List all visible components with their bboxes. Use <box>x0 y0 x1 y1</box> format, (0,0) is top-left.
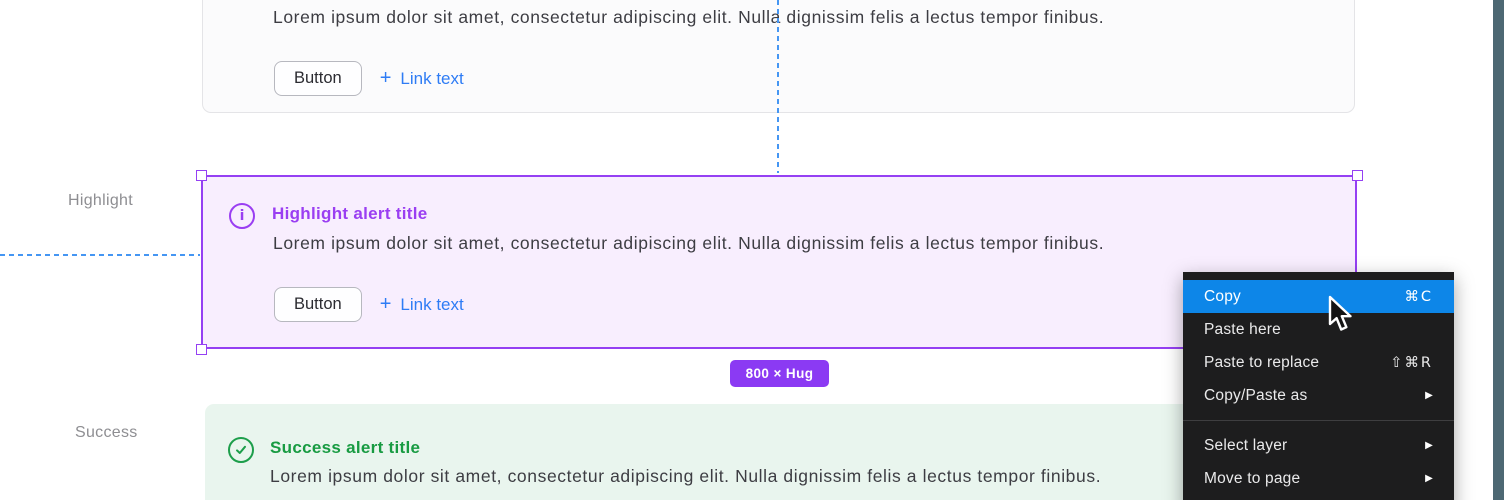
selection-handle-top-right[interactable] <box>1352 170 1363 181</box>
alert-actions: Button + Link text <box>274 287 464 322</box>
menu-item-move-to-page[interactable]: Move to page ▶ <box>1204 469 1433 487</box>
menu-item-select-layer[interactable]: Select layer ▶ <box>1204 436 1433 454</box>
alert-link-label: Link text <box>400 68 464 88</box>
alert-actions: Button + Link text <box>274 61 464 96</box>
check-circle-icon <box>228 437 254 463</box>
plus-icon: + <box>379 293 392 315</box>
menu-item-paste-here[interactable]: Paste here <box>1204 320 1281 338</box>
shortcut-paste-to-replace: ⇧⌘R <box>1390 354 1433 371</box>
success-alert-card[interactable]: Success alert title Lorem ipsum dolor si… <box>205 404 1357 500</box>
alert-body-text: Lorem ipsum dolor sit amet, consectetur … <box>273 7 1105 27</box>
submenu-arrow-icon: ▶ <box>1425 473 1433 484</box>
info-circle-icon: i <box>229 203 255 229</box>
menu-separator <box>1183 420 1454 421</box>
selection-handle-bottom-left[interactable] <box>196 344 207 355</box>
alert-body-text: Lorem ipsum dolor sit amet, consectetur … <box>270 466 1102 486</box>
alert-button[interactable]: Button <box>274 287 362 322</box>
vertical-alignment-guide <box>777 0 779 173</box>
menu-item-copy[interactable]: Copy ⌘C <box>1183 280 1454 313</box>
alert-link-label: Link text <box>400 294 464 314</box>
section-label-success: Success <box>75 424 138 441</box>
success-alert-title: Success alert title <box>270 438 421 457</box>
shortcut-copy: ⌘C <box>1404 288 1433 305</box>
alert-button[interactable]: Button <box>274 61 362 96</box>
alert-link[interactable]: + Link text <box>380 293 464 316</box>
menu-item-copy-paste-as[interactable]: Copy/Paste as ▶ <box>1204 386 1433 404</box>
plus-icon: + <box>379 67 392 89</box>
highlight-alert-title: Highlight alert title <box>272 204 428 223</box>
alert-link[interactable]: + Link text <box>380 67 464 90</box>
mouse-cursor-icon <box>1327 295 1353 338</box>
horizontal-alignment-guide <box>0 254 200 256</box>
canvas-edge-panel <box>1493 0 1504 500</box>
context-menu: Copy ⌘C Paste here Paste to replace ⇧⌘R … <box>1183 272 1454 500</box>
selection-size-badge: 800 × Hug <box>730 360 829 387</box>
section-label-highlight: Highlight <box>68 192 133 209</box>
alert-body-text: Lorem ipsum dolor sit amet, consectetur … <box>273 233 1105 253</box>
highlight-alert-card[interactable]: i Highlight alert title Lorem ipsum dolo… <box>201 175 1357 349</box>
submenu-arrow-icon: ▶ <box>1425 440 1433 451</box>
selection-handle-top-left[interactable] <box>196 170 207 181</box>
submenu-arrow-icon: ▶ <box>1425 390 1433 401</box>
menu-item-paste-to-replace[interactable]: Paste to replace ⇧⌘R <box>1204 353 1433 371</box>
